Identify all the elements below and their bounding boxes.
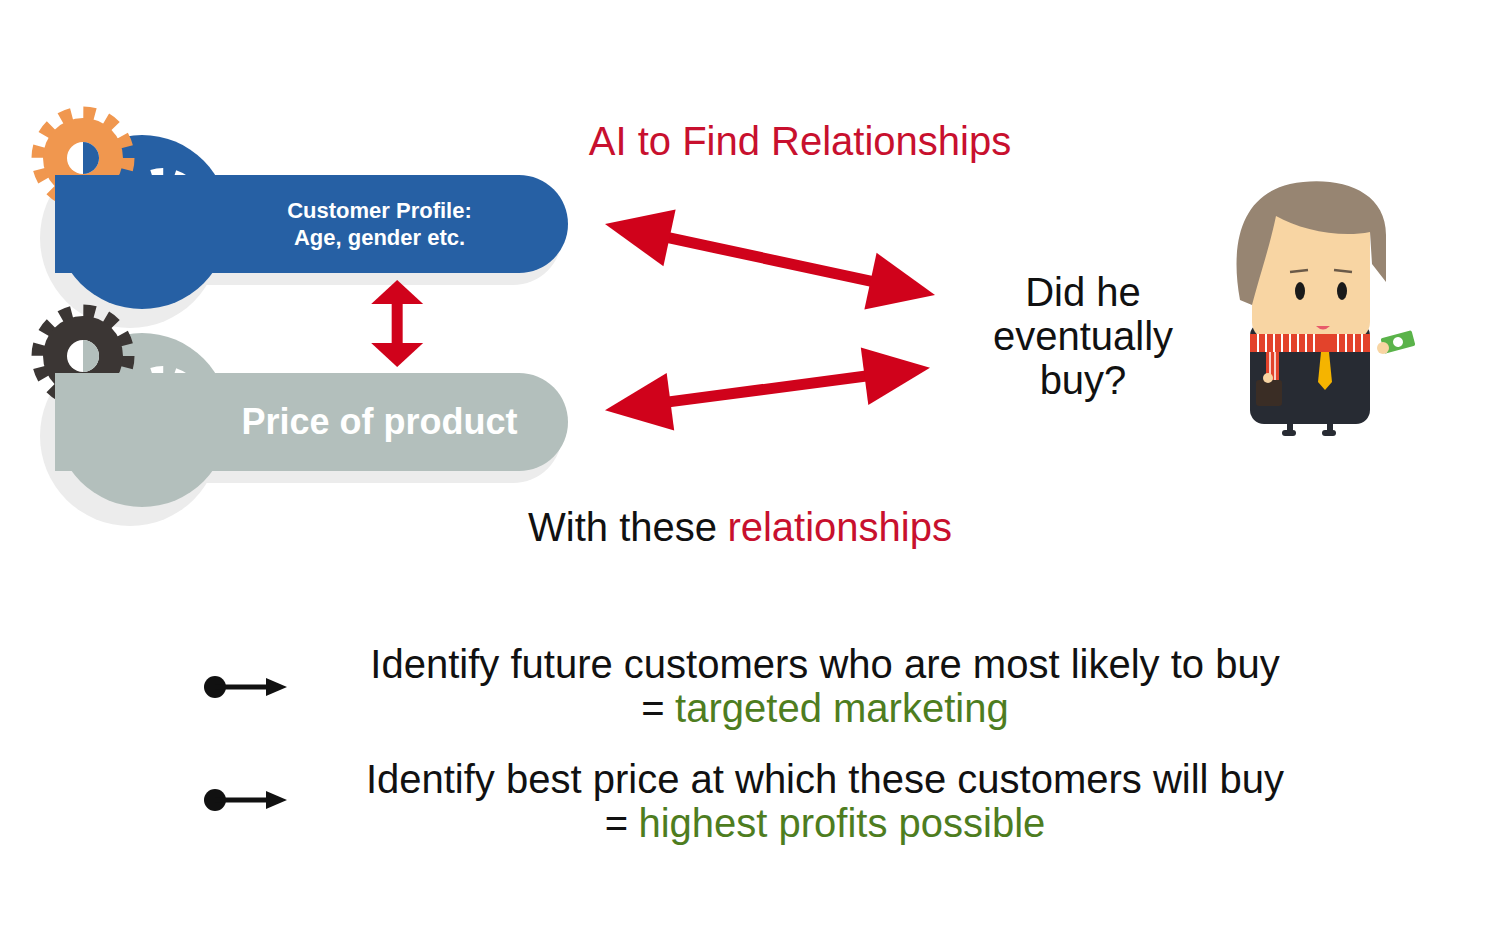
label-text: With these [528, 505, 717, 549]
scarf [1250, 334, 1370, 352]
foot [1282, 430, 1296, 436]
arrow-shaft [657, 235, 884, 284]
bag [1256, 380, 1282, 406]
bullet-line [215, 798, 272, 803]
tie [1318, 352, 1332, 390]
person-figure [1237, 181, 1416, 436]
foot [1322, 430, 1336, 436]
body [1250, 322, 1370, 424]
eye [1337, 282, 1347, 300]
eyebrow [1334, 270, 1352, 272]
hand [1263, 373, 1273, 383]
label-text: targeted marketing [675, 686, 1009, 730]
gear-hole [67, 142, 99, 174]
node-text: Price of product [241, 400, 517, 444]
text-line: Identify future customers who are most l… [335, 642, 1315, 730]
mouth [1316, 326, 1330, 330]
arrow-head [864, 253, 935, 310]
double-arrow [371, 280, 423, 367]
text-line: With theserelationships [330, 502, 1150, 552]
arrow-head [371, 343, 423, 367]
arrow-head [371, 280, 423, 304]
eyebrow [1290, 270, 1308, 272]
banknote-mark [1392, 336, 1404, 348]
bullet-head [266, 678, 287, 696]
arrow-head [605, 373, 674, 431]
arrow-shaft [657, 375, 877, 404]
arrow-shaft [392, 299, 403, 348]
eye [1295, 282, 1305, 300]
text-line: Identify best price at which these custo… [335, 757, 1315, 845]
arrow-head [605, 210, 676, 267]
double-arrow [605, 347, 930, 430]
price-band: Price of product [55, 373, 568, 471]
bullet-head [266, 791, 287, 809]
diagram-title: AI to Find Relationships [480, 116, 1120, 166]
label-text: highest profits possible [638, 801, 1045, 845]
label-text: relationships [727, 505, 952, 549]
profile-band: Customer Profile: Age, gender etc. [55, 175, 568, 273]
gear-hole [83, 340, 99, 372]
gear-hole [83, 142, 99, 174]
scarf-stripes [1258, 334, 1362, 352]
question-node: Did he eventually buy? [963, 270, 1203, 402]
arrow-head [861, 347, 930, 405]
double-arrow [605, 210, 935, 310]
gear-hole [67, 340, 99, 372]
hand [1377, 342, 1389, 354]
bullet-line [215, 685, 272, 690]
node-text: Did he eventually buy? [963, 270, 1203, 402]
hair [1237, 181, 1386, 305]
node-text: Customer Profile: Age, gender etc. [262, 197, 497, 251]
